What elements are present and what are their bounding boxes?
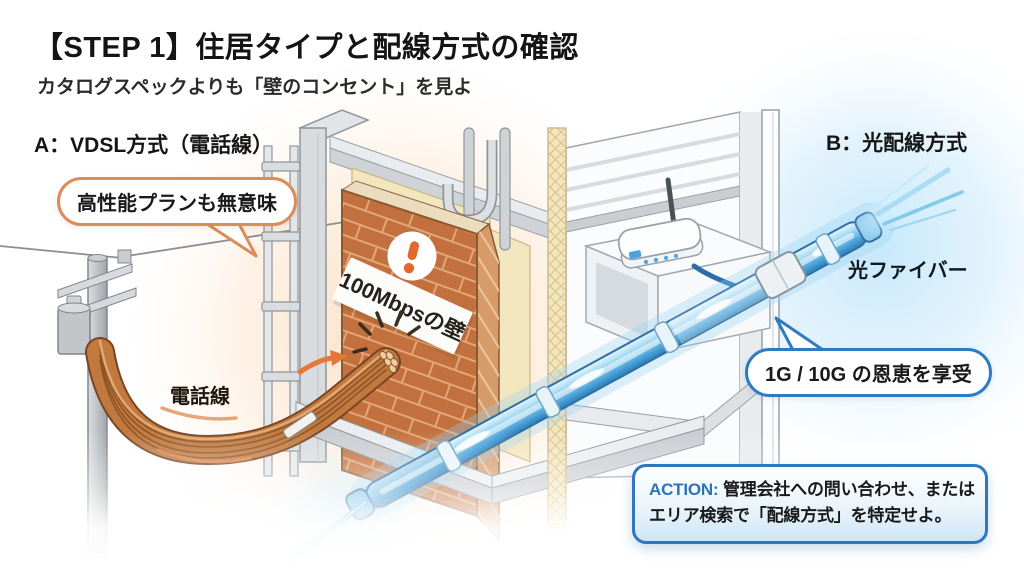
vdsl-speech-bubble: 高性能プランも無意味 xyxy=(57,177,297,226)
crossarm xyxy=(57,263,133,299)
fiber-speech-bubble: 1G / 10G の恩恵を享受 xyxy=(745,348,992,397)
impact-marks xyxy=(352,310,421,354)
action-prefix: ACTION: xyxy=(649,480,719,499)
insulator xyxy=(117,249,132,264)
page-subtitle: カタログスペックよりも「壁のコンセント」を見よ xyxy=(37,77,473,98)
telephone-line-label: 電話線 xyxy=(170,386,230,408)
emphasis-arrow xyxy=(297,350,348,375)
router-label xyxy=(628,250,642,259)
action-line1: ACTION: 管理会社への問い合わせ、または xyxy=(649,477,975,503)
router-leds xyxy=(643,253,679,265)
light-burst-glow xyxy=(851,185,929,239)
action-box: ACTION: 管理会社への問い合わせ、または エリア検索で「配線方式」を特定せ… xyxy=(632,464,988,544)
wifi-router xyxy=(617,177,704,269)
vdsl-section-label: A：VDSL方式（電話線） xyxy=(34,134,274,157)
page-title: 【STEP 1】住居タイプと配線方式の確認 xyxy=(34,32,579,64)
fiber-section-label: B：光配線方式 xyxy=(826,132,968,155)
action-line2: エリア検索で「配線方式」を特定せよ。 xyxy=(649,505,952,525)
exclamation-icon xyxy=(387,231,437,281)
action-line1-text: 管理会社への問い合わせ、または xyxy=(722,480,975,499)
transformer xyxy=(57,295,91,355)
optical-fiber-label: 光ファイバー xyxy=(848,260,968,282)
ceiling-joists xyxy=(565,132,741,212)
light-streaks xyxy=(874,164,964,231)
fiber-wall-sleeve xyxy=(754,251,807,299)
cable-cut-ends xyxy=(379,350,399,374)
